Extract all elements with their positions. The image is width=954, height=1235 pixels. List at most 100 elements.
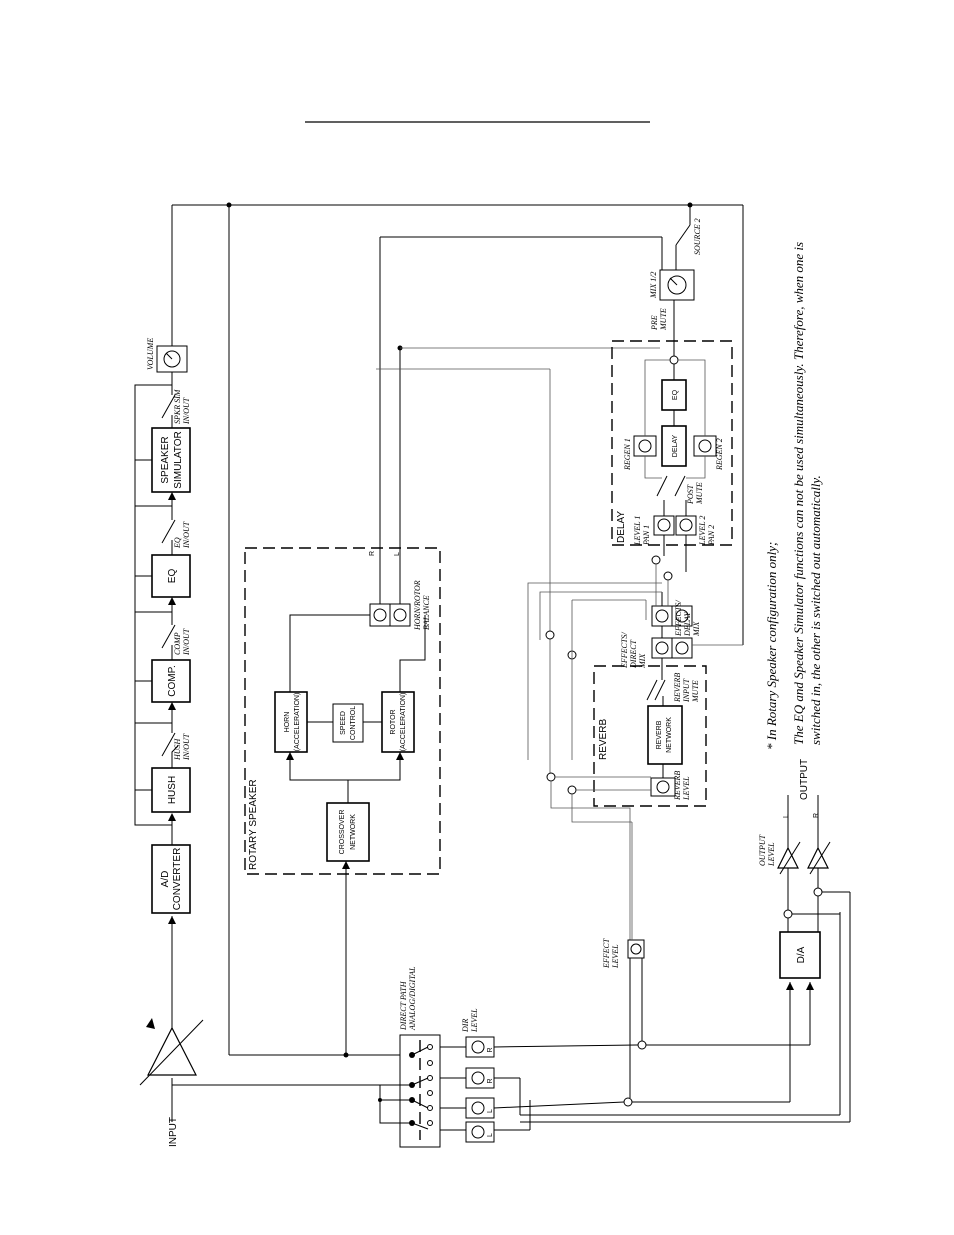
top-bus: SOURCE 2 <box>172 202 744 1056</box>
post-mute-label-1: POST <box>686 484 695 505</box>
hush-label: HUSH <box>167 776 178 804</box>
spkr-switch-label-1: SPKR SIM <box>173 388 182 424</box>
delay-eq-label: EQ <box>672 389 679 400</box>
fx-delay-label-3: MIX <box>692 621 701 637</box>
speed-label-1: SPEED <box>340 711 347 735</box>
ad-label-1: A/D <box>160 871 171 888</box>
rotary-speaker-section: ROTARY SPEAKER CROSSOVER NETWORK HORN (A… <box>244 236 663 1058</box>
level2-label-2: PAN 2 <box>707 525 716 546</box>
level1-label-1: LEVEL 1 <box>633 516 642 546</box>
output-mixing: EFFECT LEVEL D/A <box>493 759 851 1131</box>
output-label: OUTPUT <box>799 759 810 800</box>
delay-label: DELAY <box>616 511 627 543</box>
horn-balance-knob <box>373 608 387 622</box>
dir-level-label-1: DIR <box>461 1019 470 1033</box>
effect-level-label-2: LEVEL <box>611 944 620 969</box>
reverb-level-label-1: REVERB <box>673 771 682 801</box>
regen2-label: REGEN 2 <box>715 438 724 471</box>
delay-section: DELAY LEVEL 1 PAN 1 LEVEL 2 PAN 2 DELAY … <box>611 269 733 606</box>
speed-label-2: CONTROL <box>350 706 357 740</box>
r-channel-label: R <box>369 551 376 556</box>
ad-label-2: CONVERTER <box>172 848 183 911</box>
note-line-1: * In Rotary Speaker configuration only; <box>764 542 779 750</box>
horn-label-2: (ACCELERATION) <box>294 693 301 752</box>
fx-delay-label-2: DELAY <box>683 610 692 637</box>
fx-direct-label-3: MIX <box>638 653 647 669</box>
crossover-label-2: NETWORK <box>350 814 357 850</box>
output-amp-l <box>777 846 799 869</box>
source2-label: SOURCE 2 <box>693 218 702 255</box>
eq-box <box>151 554 191 598</box>
reverb-mute-label-2: INPUT <box>682 678 691 703</box>
dir-l1: L <box>487 1109 494 1113</box>
fx-delay-label-1: EFFECTS/ <box>674 600 683 637</box>
spk-label-2: SIMULATOR <box>173 431 184 488</box>
output-level-label-1: OUTPUT <box>758 834 767 866</box>
output-l-label: L <box>783 814 790 818</box>
da-box <box>779 931 821 979</box>
horn-label-1: HORN <box>284 712 291 733</box>
dir-r1: R <box>487 1047 494 1052</box>
l-channel-label: L <box>394 552 401 556</box>
fx-direct-label-2: DIRECT <box>629 639 638 669</box>
reverb-mute-label-1: REVERB <box>673 673 682 703</box>
crossover-box <box>326 802 370 862</box>
comp-switch-label-2: IN/OUT <box>182 628 191 656</box>
hush-switch-label-2: IN/OUT <box>182 733 191 761</box>
dir-r2: R <box>487 1078 494 1083</box>
horn-balance-label-1: HORN/ROTOR <box>413 580 422 631</box>
delay-block-label: DELAY <box>672 434 679 457</box>
note-line-3: switched in, the other is switched out a… <box>808 475 823 745</box>
fx-direct-label-1: EFFECTS/ <box>620 632 629 669</box>
volume-label: VOLUME <box>146 338 155 370</box>
crossover-label-1: CROSSOVER <box>339 810 346 855</box>
rotor-balance-knob <box>393 608 407 622</box>
dir-l2: L <box>487 1133 494 1137</box>
effect-level-label-1: EFFECT <box>602 938 611 969</box>
speaker-simulator-box <box>151 427 191 493</box>
output-r-label: R <box>813 813 820 818</box>
horn-box <box>274 691 308 753</box>
eq-switch-label-1: EQ <box>173 537 182 549</box>
rotor-label-1: ROTOR <box>390 709 397 734</box>
level1-label-2: PAN 1 <box>642 525 651 546</box>
comp-label: COMP. <box>167 665 178 697</box>
output-amp-r <box>807 846 829 869</box>
horn-balance-label-2: BALANCE <box>422 595 431 630</box>
spkr-switch-label-2: IN/OUT <box>182 397 191 425</box>
note-line-2: The EQ and Speaker Simulator functions c… <box>791 242 806 745</box>
main-signal-chain: A/D CONVERTER HUSH HUSH IN/OUT COMP. COM… <box>134 205 204 1122</box>
rotor-label-2: (ACCELERATION) <box>400 693 407 752</box>
pre-mute-label-1: PRE <box>650 315 659 331</box>
post-mute-label-2: MUTE <box>695 482 704 505</box>
reverb-label: REVERB <box>598 719 609 760</box>
ad-converter-box <box>151 844 191 914</box>
speed-control-box <box>332 703 364 743</box>
regen1-label: REGEN 1 <box>623 438 632 471</box>
direct-path-label-1: DIRECT PATH <box>399 980 408 1031</box>
direct-path-label-2: ANALOG/DIGITAL <box>408 966 417 1031</box>
reverb-network-label-1: REVERB <box>656 720 663 749</box>
dir-level-label-2: LEVEL <box>470 1008 479 1033</box>
reverb-network-box <box>647 705 683 765</box>
eq-switch-label-2: IN/OUT <box>182 521 191 549</box>
hush-switch-label-1: HUSH <box>173 737 182 761</box>
eq-label: EQ <box>167 569 178 584</box>
da-label: D/A <box>796 946 807 963</box>
input-label: INPUT <box>168 1117 179 1147</box>
comp-switch-label-1: COMP <box>173 632 182 655</box>
spk-label-1: SPEAKER <box>160 436 171 483</box>
direct-path-section: DIRECT PATH ANALOG/DIGITAL R R L L DIR L… <box>172 966 495 1148</box>
output-level-label-2: LEVEL <box>767 842 776 867</box>
mix12-label: MIX 1/2 <box>649 272 658 299</box>
reverb-level-label-2: LEVEL <box>682 776 691 801</box>
rotor-box <box>381 691 415 753</box>
reverb-mute-label-3: MUTE <box>691 680 700 703</box>
level2-label-1: LEVEL 2 <box>698 516 707 546</box>
effects-mix-section: EFFECTS/ DIRECT MIX EFFECTS/ DELAY MIX <box>527 582 743 940</box>
reverb-level-knob <box>656 780 670 794</box>
reverb-network-label-2: NETWORK <box>666 717 673 753</box>
rotary-speaker-label: ROTARY SPEAKER <box>248 779 259 870</box>
reverb-section: REVERB REVERB NETWORK REVERB LEVEL REVER… <box>593 665 707 807</box>
